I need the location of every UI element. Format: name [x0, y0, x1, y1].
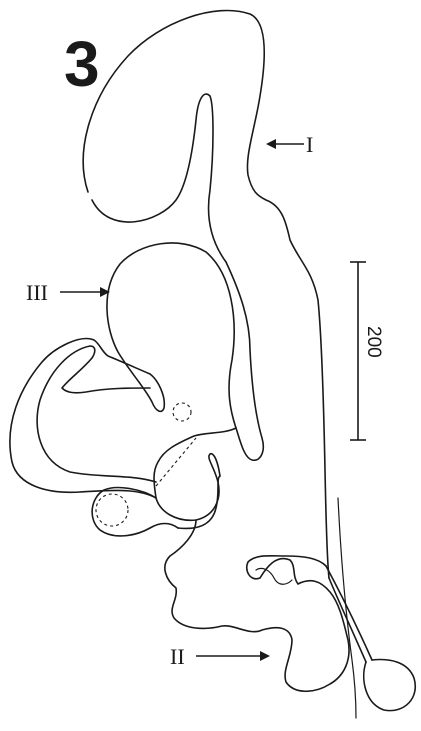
label-i-group: I [266, 132, 313, 157]
label-ii-arrowhead [260, 651, 270, 661]
bulb-dashed-circle [96, 494, 128, 526]
chamber-dashed-circle [173, 403, 191, 421]
label-i-arrowhead [266, 139, 276, 149]
upper-lobe-groove [92, 94, 226, 262]
hook-arm-inner [37, 346, 156, 482]
scale-bar: 200 [350, 262, 384, 440]
organ-ii-gland [165, 520, 349, 691]
label-ii-group: II [170, 644, 270, 669]
main-body-outline [83, 10, 329, 578]
label-ii-text: II [170, 644, 185, 669]
terminal-bulb [364, 660, 416, 711]
label-i-text: I [306, 132, 313, 157]
figure-number: 3 [64, 28, 100, 100]
label-iii-text: III [26, 280, 48, 305]
central-duct [154, 428, 236, 520]
label-iii-group: III [26, 280, 110, 305]
organ-iii-chamber [107, 243, 236, 428]
scale-bar-value: 200 [363, 326, 384, 358]
